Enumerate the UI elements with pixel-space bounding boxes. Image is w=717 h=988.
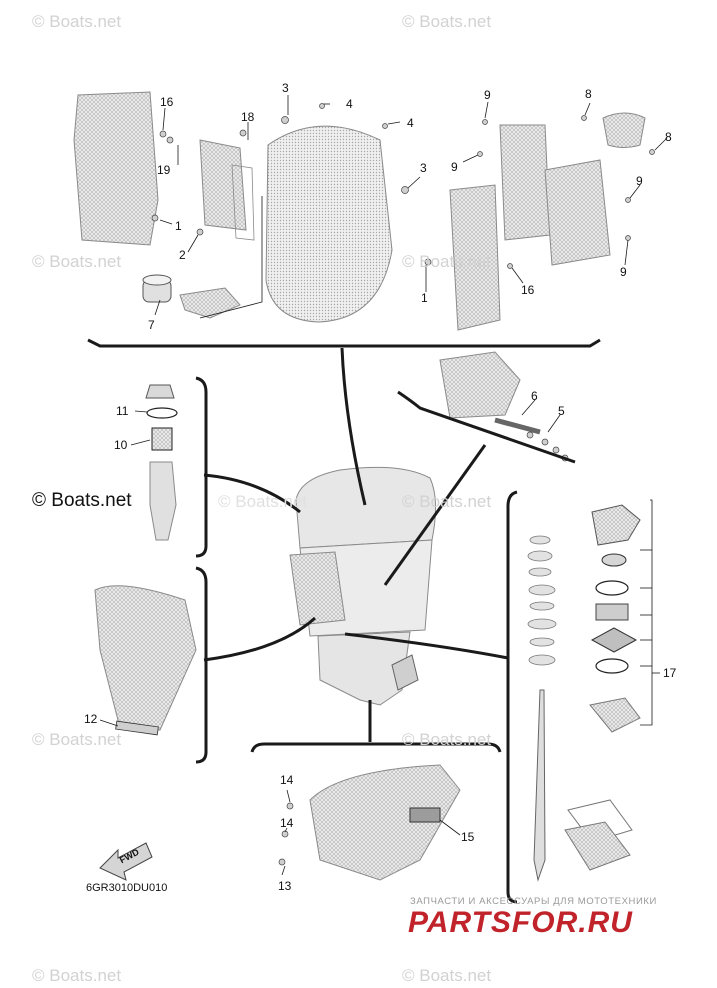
right-mid-section	[397, 351, 576, 464]
callout-label: 9	[451, 160, 458, 174]
watermark: © Boats.net	[402, 966, 492, 985]
exhaust-guide	[94, 585, 197, 731]
watermark: © Boats.net	[218, 492, 308, 511]
fuel-rail-manifold	[439, 351, 521, 419]
callout-label: 1	[421, 291, 428, 305]
fuel-rail-6	[494, 417, 541, 435]
callout-label: 4	[346, 97, 353, 111]
cam-cover-upper	[499, 124, 551, 241]
exhaust-cover-plate	[199, 139, 247, 231]
outboard-engine	[203, 347, 509, 742]
bracket-clamp	[289, 551, 346, 626]
callout-label: 5	[558, 404, 565, 418]
thermostat-cover	[602, 112, 646, 148]
lower-plate	[564, 821, 631, 871]
diagram-code: 6GR3010DU010	[86, 882, 168, 894]
cam-cover-lower	[544, 159, 611, 266]
top-section	[73, 91, 668, 348]
callout-label: 17	[663, 666, 677, 680]
pump-body	[179, 287, 241, 319]
bottom-section	[250, 742, 502, 881]
callout-label: 14	[280, 773, 294, 787]
callout-label: 7	[148, 318, 155, 332]
callout-label: 15	[461, 830, 475, 844]
upper-casing	[309, 764, 461, 881]
o-ring-a	[595, 580, 629, 596]
callout-label: 3	[420, 161, 427, 175]
water-pump-section	[506, 490, 660, 904]
callout-label: 2	[179, 248, 186, 262]
left-sections	[94, 376, 208, 764]
top-bracket	[87, 338, 601, 348]
fwd-arrow	[99, 842, 153, 881]
watermark: © Boats.net	[32, 12, 122, 31]
watermark: © Boats.net	[402, 492, 492, 511]
filter-cap	[145, 384, 175, 399]
callout-label: 3	[282, 81, 289, 95]
propeller	[391, 654, 419, 691]
callout-label: 9	[636, 174, 643, 188]
callout-label: 8	[585, 87, 592, 101]
filter-housing	[149, 461, 177, 541]
bracket-15	[409, 807, 441, 823]
callout-label: 18	[241, 110, 255, 124]
brand-subtitle: ЗАПЧАСТИ И АКСЕССУАРЫ ДЛЯ МОТОТЕХНИКИ	[410, 896, 657, 907]
callout-label: 1	[175, 219, 182, 233]
pump-base	[589, 697, 641, 733]
o-ring-11	[146, 407, 178, 419]
callout-label: 4	[407, 116, 414, 130]
lower-unit	[317, 631, 411, 706]
watermark: © Boats.net	[32, 252, 122, 271]
watermark: © Boats.net	[32, 730, 122, 749]
callout-label: 10	[114, 438, 128, 452]
filter-element-10	[151, 427, 173, 451]
callout-label: 16	[160, 95, 174, 109]
callout-label: 9	[484, 88, 491, 102]
callout-label: 13	[278, 879, 292, 893]
watermark: © Boats.net	[402, 730, 492, 749]
cylinder-head-right	[449, 184, 501, 331]
callout-label: 8	[665, 130, 672, 144]
callout-label: 6	[531, 389, 538, 403]
cylinder-block-left	[73, 91, 159, 246]
pump-housing	[591, 504, 641, 546]
impeller	[595, 603, 629, 621]
wear-plate	[590, 627, 638, 653]
watermark-main: © Boats.net	[32, 490, 132, 511]
callout-label: 14	[280, 816, 294, 830]
crankcase-body	[265, 125, 393, 323]
o-ring-b	[595, 658, 629, 674]
callout-label: 16	[521, 283, 535, 297]
gasket-outline	[231, 164, 255, 241]
callout-label: 12	[84, 712, 98, 726]
callout-label: 9	[620, 265, 627, 279]
callout-label: 19	[157, 163, 171, 177]
watermark: © Boats.net	[402, 12, 492, 31]
drive-shaft	[533, 689, 546, 882]
seal-ring	[601, 553, 627, 567]
brand-logo: PARTSFOR.RU	[408, 906, 633, 939]
callout-label: 11	[116, 404, 129, 418]
watermark: © Boats.net	[402, 252, 492, 271]
watermark: © Boats.net	[32, 966, 122, 985]
